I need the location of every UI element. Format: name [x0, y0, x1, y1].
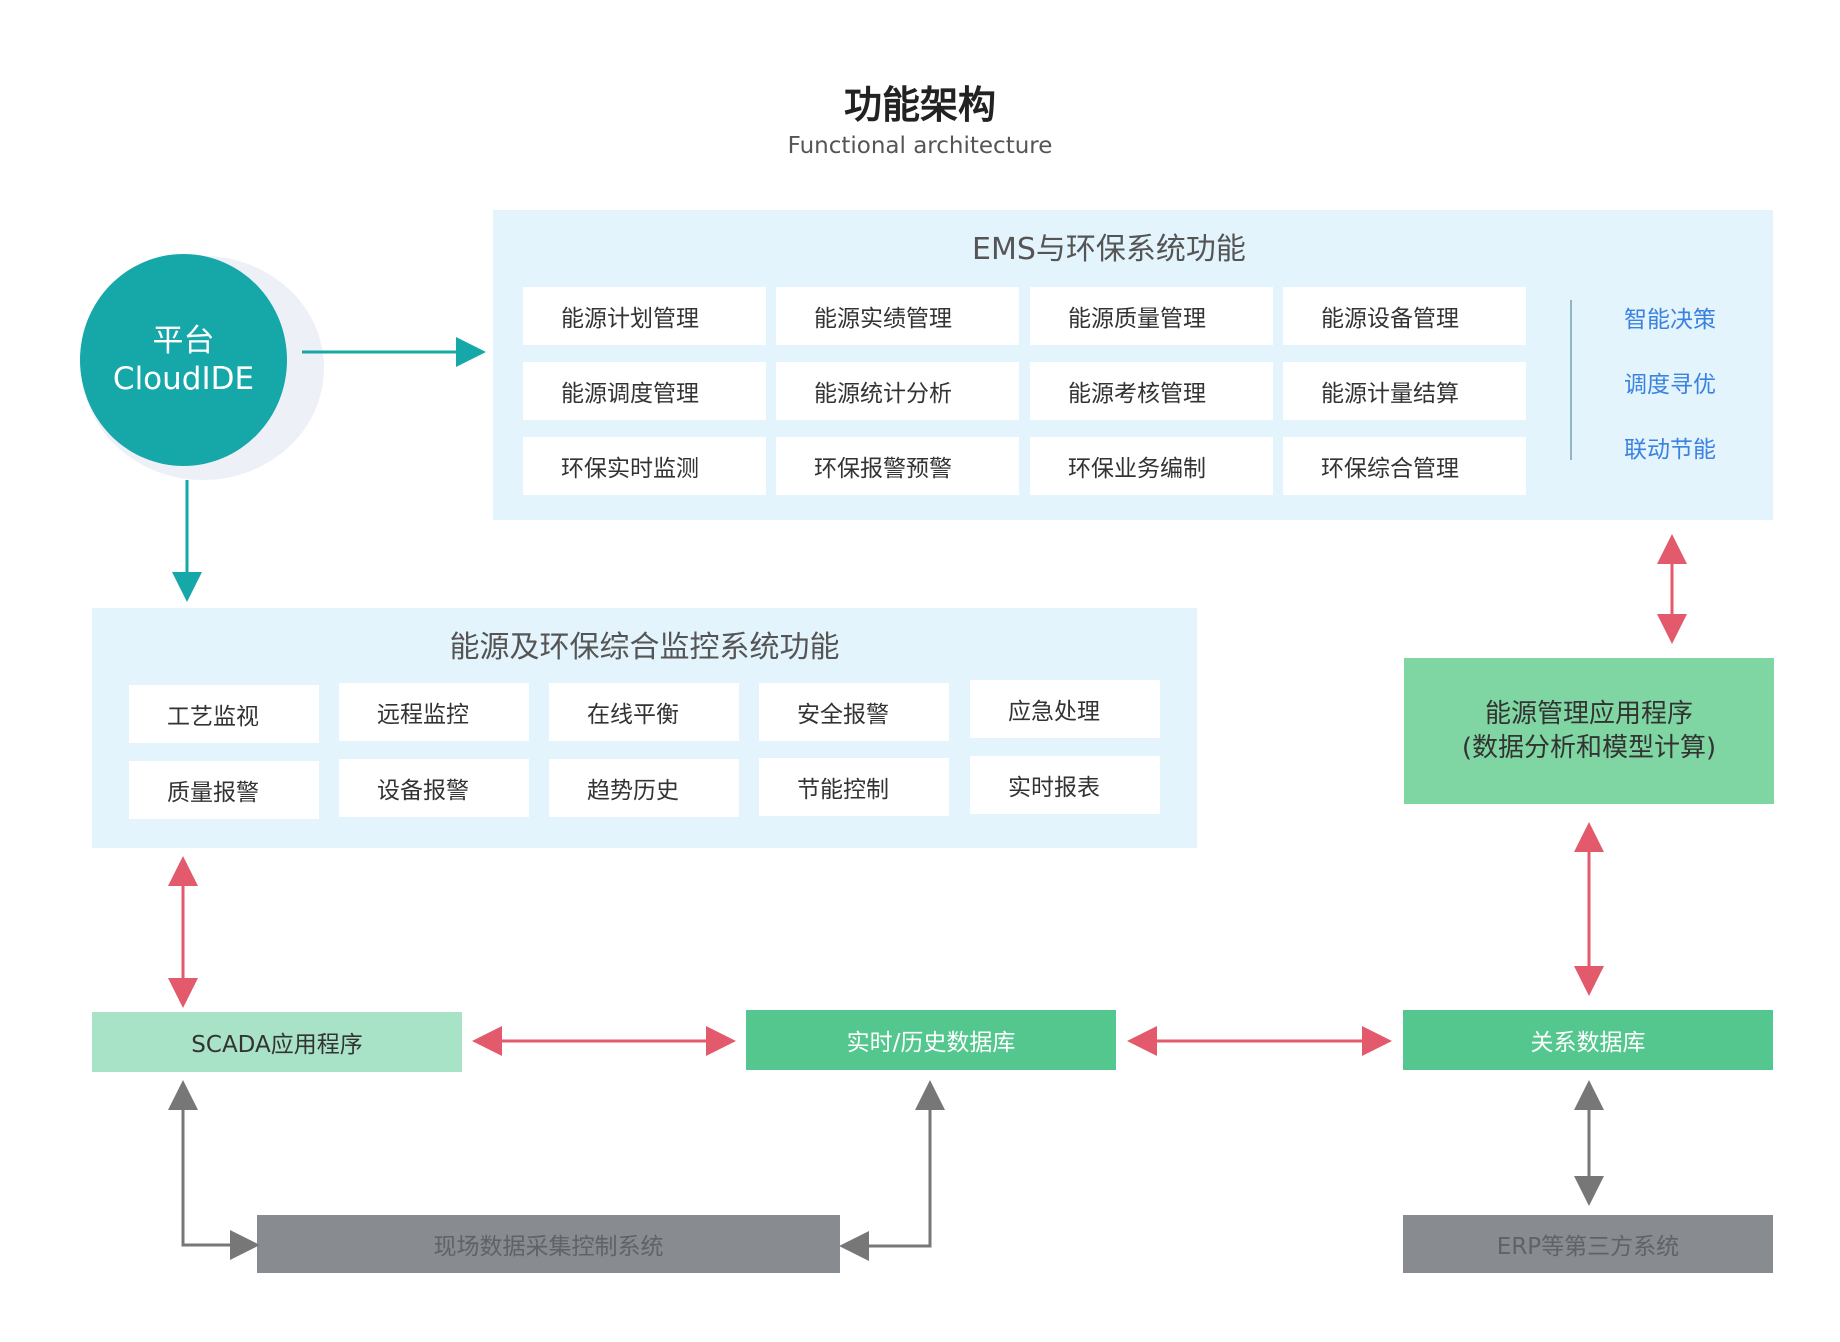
- realtime-db-box: 实时/历史数据库: [746, 1010, 1116, 1070]
- monitor-cell: 远程监控: [339, 683, 529, 741]
- ems-cell: 能源计划管理: [523, 287, 766, 345]
- monitor-panel: 能源及环保综合监控系统功能 工艺监视 远程监控 在线平衡 安全报警 应急处理 质…: [92, 608, 1197, 848]
- monitor-cell: 安全报警: [759, 683, 949, 741]
- platform-label: 平台: [152, 323, 215, 359]
- ems-side-item: 调度寻优: [1624, 372, 1716, 398]
- ems-cell: 能源调度管理: [523, 362, 766, 420]
- page-title: 功能架构: [843, 83, 996, 127]
- monitor-cell: 设备报警: [339, 759, 529, 817]
- page-subtitle: Functional architecture: [787, 133, 1053, 159]
- arrow-field-scada: [168, 1080, 260, 1260]
- ems-cell: 能源统计分析: [776, 362, 1019, 420]
- ems-cell: 环保业务编制: [1030, 437, 1273, 495]
- monitor-cell: 节能控制: [759, 758, 949, 816]
- erp-box: ERP等第三方系统: [1403, 1215, 1773, 1273]
- ems-cell: 能源质量管理: [1030, 287, 1273, 345]
- ems-side-item: 联动节能: [1624, 437, 1716, 463]
- ems-cell: 环保实时监测: [523, 437, 766, 495]
- monitor-cell: 应急处理: [970, 680, 1160, 738]
- monitor-cell: 工艺监视: [129, 685, 319, 743]
- monitor-cell: 在线平衡: [549, 683, 739, 741]
- scada-box: SCADA应用程序: [92, 1012, 462, 1072]
- monitor-panel-title: 能源及环保综合监控系统功能: [449, 630, 840, 665]
- energy-app-title: 能源管理应用程序: [1484, 699, 1693, 729]
- platform-name: CloudIDE: [112, 361, 255, 397]
- ems-cell: 能源实绩管理: [776, 287, 1019, 345]
- monitor-cell: 质量报警: [129, 761, 319, 819]
- ems-cell: 能源设备管理: [1283, 287, 1526, 345]
- ems-cell: 环保报警预警: [776, 437, 1019, 495]
- monitor-cell: 趋势历史: [549, 759, 739, 817]
- relational-db-box: 关系数据库: [1403, 1010, 1773, 1070]
- ems-side-divider: [1570, 300, 1572, 460]
- ems-side-item: 智能决策: [1624, 307, 1716, 333]
- energy-app-subtitle: (数据分析和模型计算): [1461, 733, 1717, 763]
- monitor-cell: 实时报表: [970, 756, 1160, 814]
- arrow-field-rtdb: [839, 1080, 945, 1261]
- energy-app-box: 能源管理应用程序 (数据分析和模型计算): [1404, 658, 1774, 804]
- ems-cell: 环保综合管理: [1283, 437, 1526, 495]
- ems-cell: 能源考核管理: [1030, 362, 1273, 420]
- ems-panel: EMS与环保系统功能 能源计划管理 能源实绩管理 能源质量管理 能源设备管理 能…: [493, 210, 1773, 520]
- platform-circle: 平台 CloudIDE: [80, 254, 287, 466]
- ems-cell: 能源计量结算: [1283, 362, 1526, 420]
- field-system-box: 现场数据采集控制系统: [257, 1215, 840, 1273]
- ems-panel-title: EMS与环保系统功能: [972, 232, 1246, 267]
